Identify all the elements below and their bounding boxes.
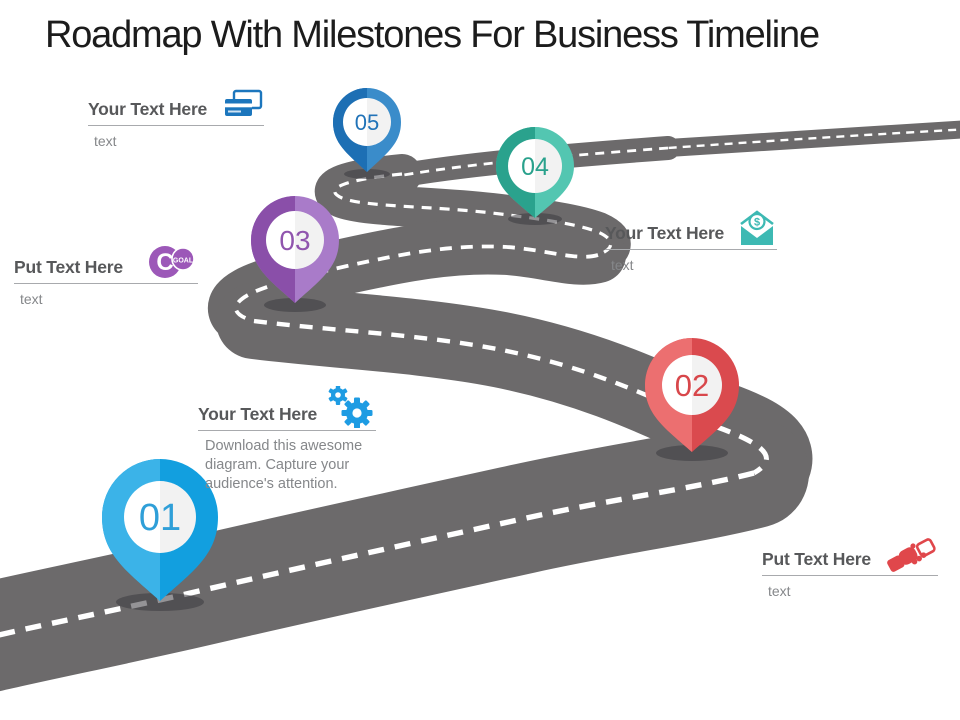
goal-badge-icon: C GOAL	[149, 246, 195, 278]
pin-shadow-01	[116, 593, 204, 611]
pin-number: 02	[675, 368, 709, 403]
label-block-money: Your Text Here $ text	[605, 206, 777, 274]
pin-shadows	[116, 169, 728, 611]
svg-text:C: C	[156, 249, 173, 276]
svg-text:$: $	[754, 217, 760, 229]
milestone-pin-04: 04	[496, 127, 574, 218]
label-body: Download this awesome diagram. Capture y…	[205, 438, 363, 493]
label-body: text	[768, 583, 791, 599]
label-divider	[762, 575, 938, 576]
label-divider	[198, 430, 376, 431]
gears-icon	[328, 386, 373, 428]
money-envelope-icon: $	[740, 210, 774, 245]
label-block-goal: Put Text Here C GOAL text	[14, 240, 198, 308]
pin-number: 05	[355, 110, 379, 135]
milestone-pin-05: 05	[333, 88, 401, 172]
pin-shadow-03	[264, 298, 326, 312]
pin-number: 03	[279, 225, 310, 256]
pin-shadow-05	[344, 169, 390, 179]
label-body: text	[611, 257, 634, 273]
milestone-pin-01: 01	[102, 459, 218, 601]
handshake-icon	[887, 538, 936, 572]
credit-cards-icon	[225, 89, 263, 116]
pin-number-circle	[343, 98, 391, 146]
milestone-pin-02: 02	[645, 337, 739, 452]
label-title: Put Text Here	[14, 257, 123, 277]
pin-shadow-04	[508, 213, 562, 225]
label-block-handshake: Put Text Here text	[762, 530, 938, 600]
label-title: Put Text Here	[762, 549, 871, 569]
label-title: Your Text Here	[198, 404, 318, 424]
label-divider	[605, 249, 777, 250]
pin-number-circle	[662, 355, 722, 415]
svg-text:GOAL: GOAL	[173, 258, 194, 265]
pin-number: 01	[139, 497, 181, 539]
label-block-gears: Your Text Here	[198, 383, 376, 494]
pin-number: 04	[521, 153, 549, 181]
label-body: text	[94, 133, 117, 149]
page-title: Roadmap With Milestones For Business Tim…	[45, 14, 820, 56]
label-divider	[88, 125, 264, 126]
label-title: Your Text Here	[88, 99, 208, 119]
label-block-cards: Your Text Here text	[88, 86, 264, 150]
label-body: text	[20, 291, 43, 307]
milestone-pin-03: 03	[251, 196, 339, 303]
label-title: Your Text Here	[605, 223, 725, 243]
label-divider	[14, 283, 198, 284]
pin-number-circle	[266, 211, 324, 269]
pin-number-circle	[508, 139, 562, 193]
pin-number-circle	[124, 481, 196, 553]
pin-shadow-02	[656, 445, 728, 461]
